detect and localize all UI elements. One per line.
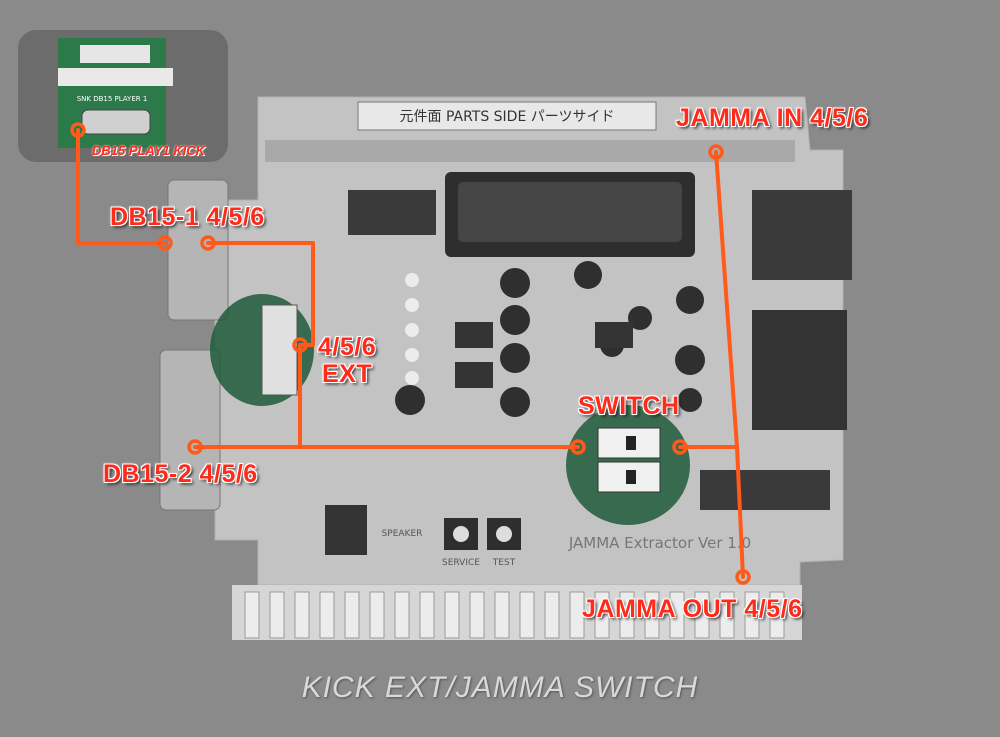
edge-finger <box>394 591 410 639</box>
edge-finger <box>719 591 735 639</box>
edge-finger <box>244 591 260 639</box>
edge-finger <box>694 591 710 639</box>
edge-finger <box>369 591 385 639</box>
edge-finger <box>469 591 485 639</box>
inset-label: DB15 PLAY1 KICK <box>92 143 206 158</box>
edge-finger <box>319 591 335 639</box>
pcb-board: 元件面 PARTS SIDE パーツサイド <box>159 96 852 640</box>
bottom-jamma-fingers <box>244 591 785 639</box>
switch-callout: SWITCH <box>578 392 680 420</box>
connection-endpoints <box>70 122 751 585</box>
edge-finger <box>544 591 560 639</box>
caption: KICK EXT/JAMMA SWITCH <box>301 671 699 704</box>
edge-finger <box>619 591 635 639</box>
db15-1-callout: DB15-1 4/5/6 <box>110 203 265 231</box>
edge-finger <box>294 591 310 639</box>
edge-finger <box>669 591 685 639</box>
edge-finger <box>519 591 535 639</box>
edge-finger <box>269 591 285 639</box>
parts-side-label: 元件面 PARTS SIDE パーツサイド <box>400 109 615 125</box>
edge-finger <box>419 591 435 639</box>
edge-finger <box>444 591 460 639</box>
edge-finger <box>769 591 785 639</box>
ext-callout-line1: 4/5/6 <box>318 333 377 361</box>
inset-board-text: SNK DB15 PLAYER 1 <box>77 95 148 103</box>
jamma-in-callout: JAMMA IN 4/5/6 <box>676 104 869 132</box>
extractor-silk: JAMMA Extractor Ver 1.0 <box>568 534 751 552</box>
capacitors <box>395 261 705 417</box>
top-jamma-teeth <box>265 140 795 162</box>
service-label: SERVICE <box>442 558 480 568</box>
edge-finger <box>594 591 610 639</box>
speaker-label: SPEAKER <box>382 529 423 539</box>
edge-finger <box>644 591 660 639</box>
edge-finger <box>744 591 760 639</box>
edge-finger <box>344 591 360 639</box>
edge-finger <box>494 591 510 639</box>
ext-callout-line2: EXT <box>322 360 373 388</box>
db15-2-callout: DB15-2 4/5/6 <box>103 460 258 488</box>
test-label: TEST <box>492 558 516 568</box>
jamma-out-callout: JAMMA OUT 4/5/6 <box>582 595 803 623</box>
edge-finger <box>569 591 585 639</box>
